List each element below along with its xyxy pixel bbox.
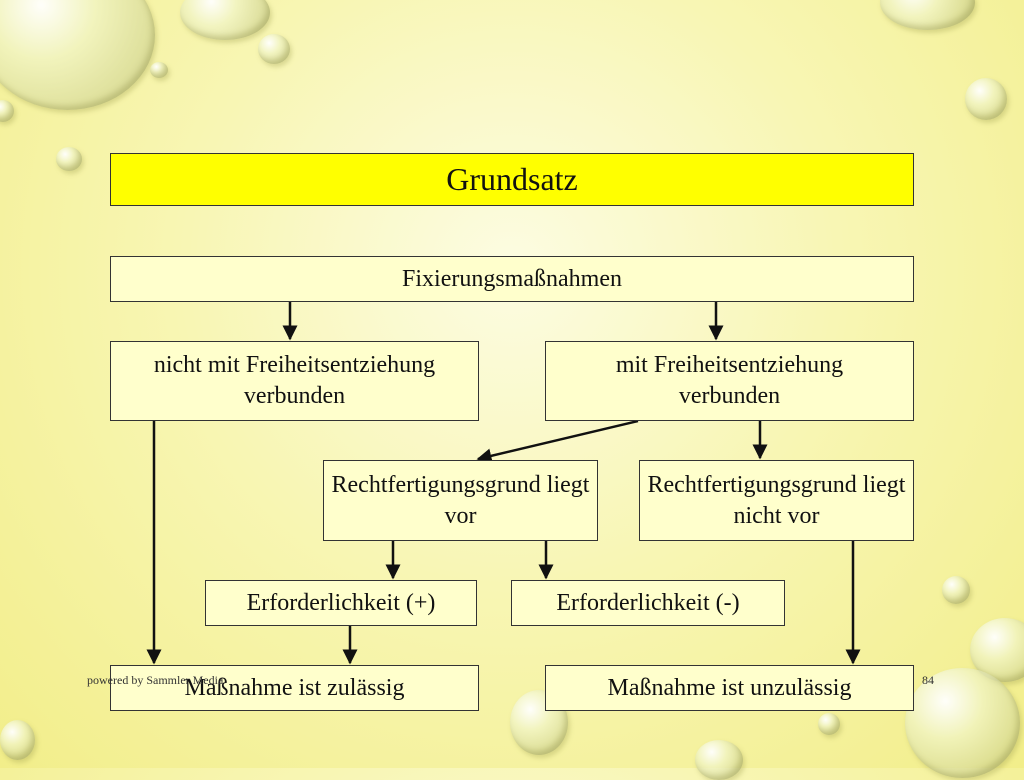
water-drop-decoration: [56, 147, 82, 171]
title-box: Grundsatz: [110, 153, 914, 206]
page-number: 84: [922, 673, 934, 687]
water-drop-decoration: [0, 100, 14, 122]
water-drop-decoration: [905, 668, 1020, 778]
node-massnahme-unzulaessig: Maßnahme ist unzulässig: [545, 665, 914, 711]
node-fixierungsmassnahmen: Fixierungsmaßnahmen: [110, 256, 914, 302]
water-drop-decoration: [942, 576, 970, 604]
footer-credit: powered by Sammler Media: [87, 673, 224, 687]
node-erforderlichkeit-plus: Erforderlichkeit (+): [205, 580, 477, 626]
water-drop-decoration: [965, 78, 1007, 120]
node-nicht-mit-freiheitsentziehung: nicht mit Freiheitsentziehung verbunden: [110, 341, 479, 421]
node-massnahme-zulaessig: Maßnahme ist zulässig: [110, 665, 479, 711]
node-mit-freiheitsentziehung: mit Freiheitsentziehung verbunden: [545, 341, 914, 421]
water-drop-decoration: [0, 720, 35, 760]
water-drop-decoration: [818, 713, 840, 735]
node-rechtfertigungsgrund-liegt-vor: Rechtfertigungsgrund liegt vor: [323, 460, 598, 541]
water-drop-decoration: [150, 62, 168, 78]
node-rechtfertigungsgrund-liegt-nicht-vor: Rechtfertigungsgrund liegt nicht vor: [639, 460, 914, 541]
node-erforderlichkeit-minus: Erforderlichkeit (-): [511, 580, 785, 626]
arrow-mit-frei-to-grund-vor: [476, 419, 639, 464]
water-drop-decoration: [258, 34, 290, 64]
